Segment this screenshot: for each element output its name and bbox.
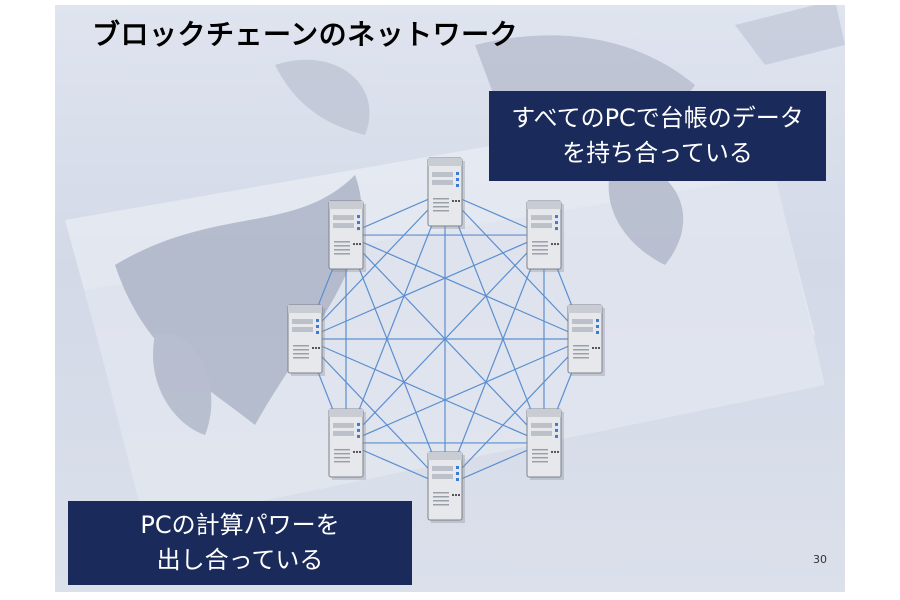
server-tower-icon	[526, 200, 564, 273]
network-link	[345, 338, 586, 444]
server-tower-icon	[328, 200, 367, 273]
callout-computing-power: PCの計算パワーを 出し合っている	[68, 501, 412, 585]
page-number: 30	[813, 553, 827, 566]
network-diagram	[287, 157, 605, 523]
callout-shared-ledger-line2: を持ち合っている	[562, 139, 753, 167]
network-link	[345, 234, 545, 444]
network-link	[345, 234, 446, 487]
network-link	[304, 234, 545, 340]
callout-computing-power-line2: 出し合っている	[156, 546, 324, 574]
network-link	[444, 191, 545, 444]
slide: ブロックチェーンのネットワーク すべてのPCで台帳のデータ を持ち合っている P…	[55, 5, 845, 592]
slide-title: ブロックチェーンのネットワーク	[92, 18, 519, 51]
network-link	[345, 191, 446, 444]
server-tower-icon	[427, 451, 465, 523]
server-tower-icon	[328, 408, 367, 480]
server-tower-icon	[287, 304, 325, 376]
network-link	[304, 338, 446, 487]
network-nodes	[287, 157, 605, 523]
callout-shared-ledger-line1: すべてのPCで台帳のデータ	[511, 104, 804, 133]
network-link	[345, 234, 586, 340]
server-tower-icon	[526, 408, 564, 480]
server-tower-icon	[567, 304, 605, 376]
network-link	[304, 338, 545, 444]
network-link	[444, 234, 545, 487]
callout-shared-ledger: すべてのPCで台帳のデータ を持ち合っている	[489, 91, 826, 181]
server-tower-icon	[427, 157, 465, 229]
callout-computing-power-line1: PCの計算パワーを	[140, 511, 340, 540]
network-edges	[304, 191, 586, 487]
